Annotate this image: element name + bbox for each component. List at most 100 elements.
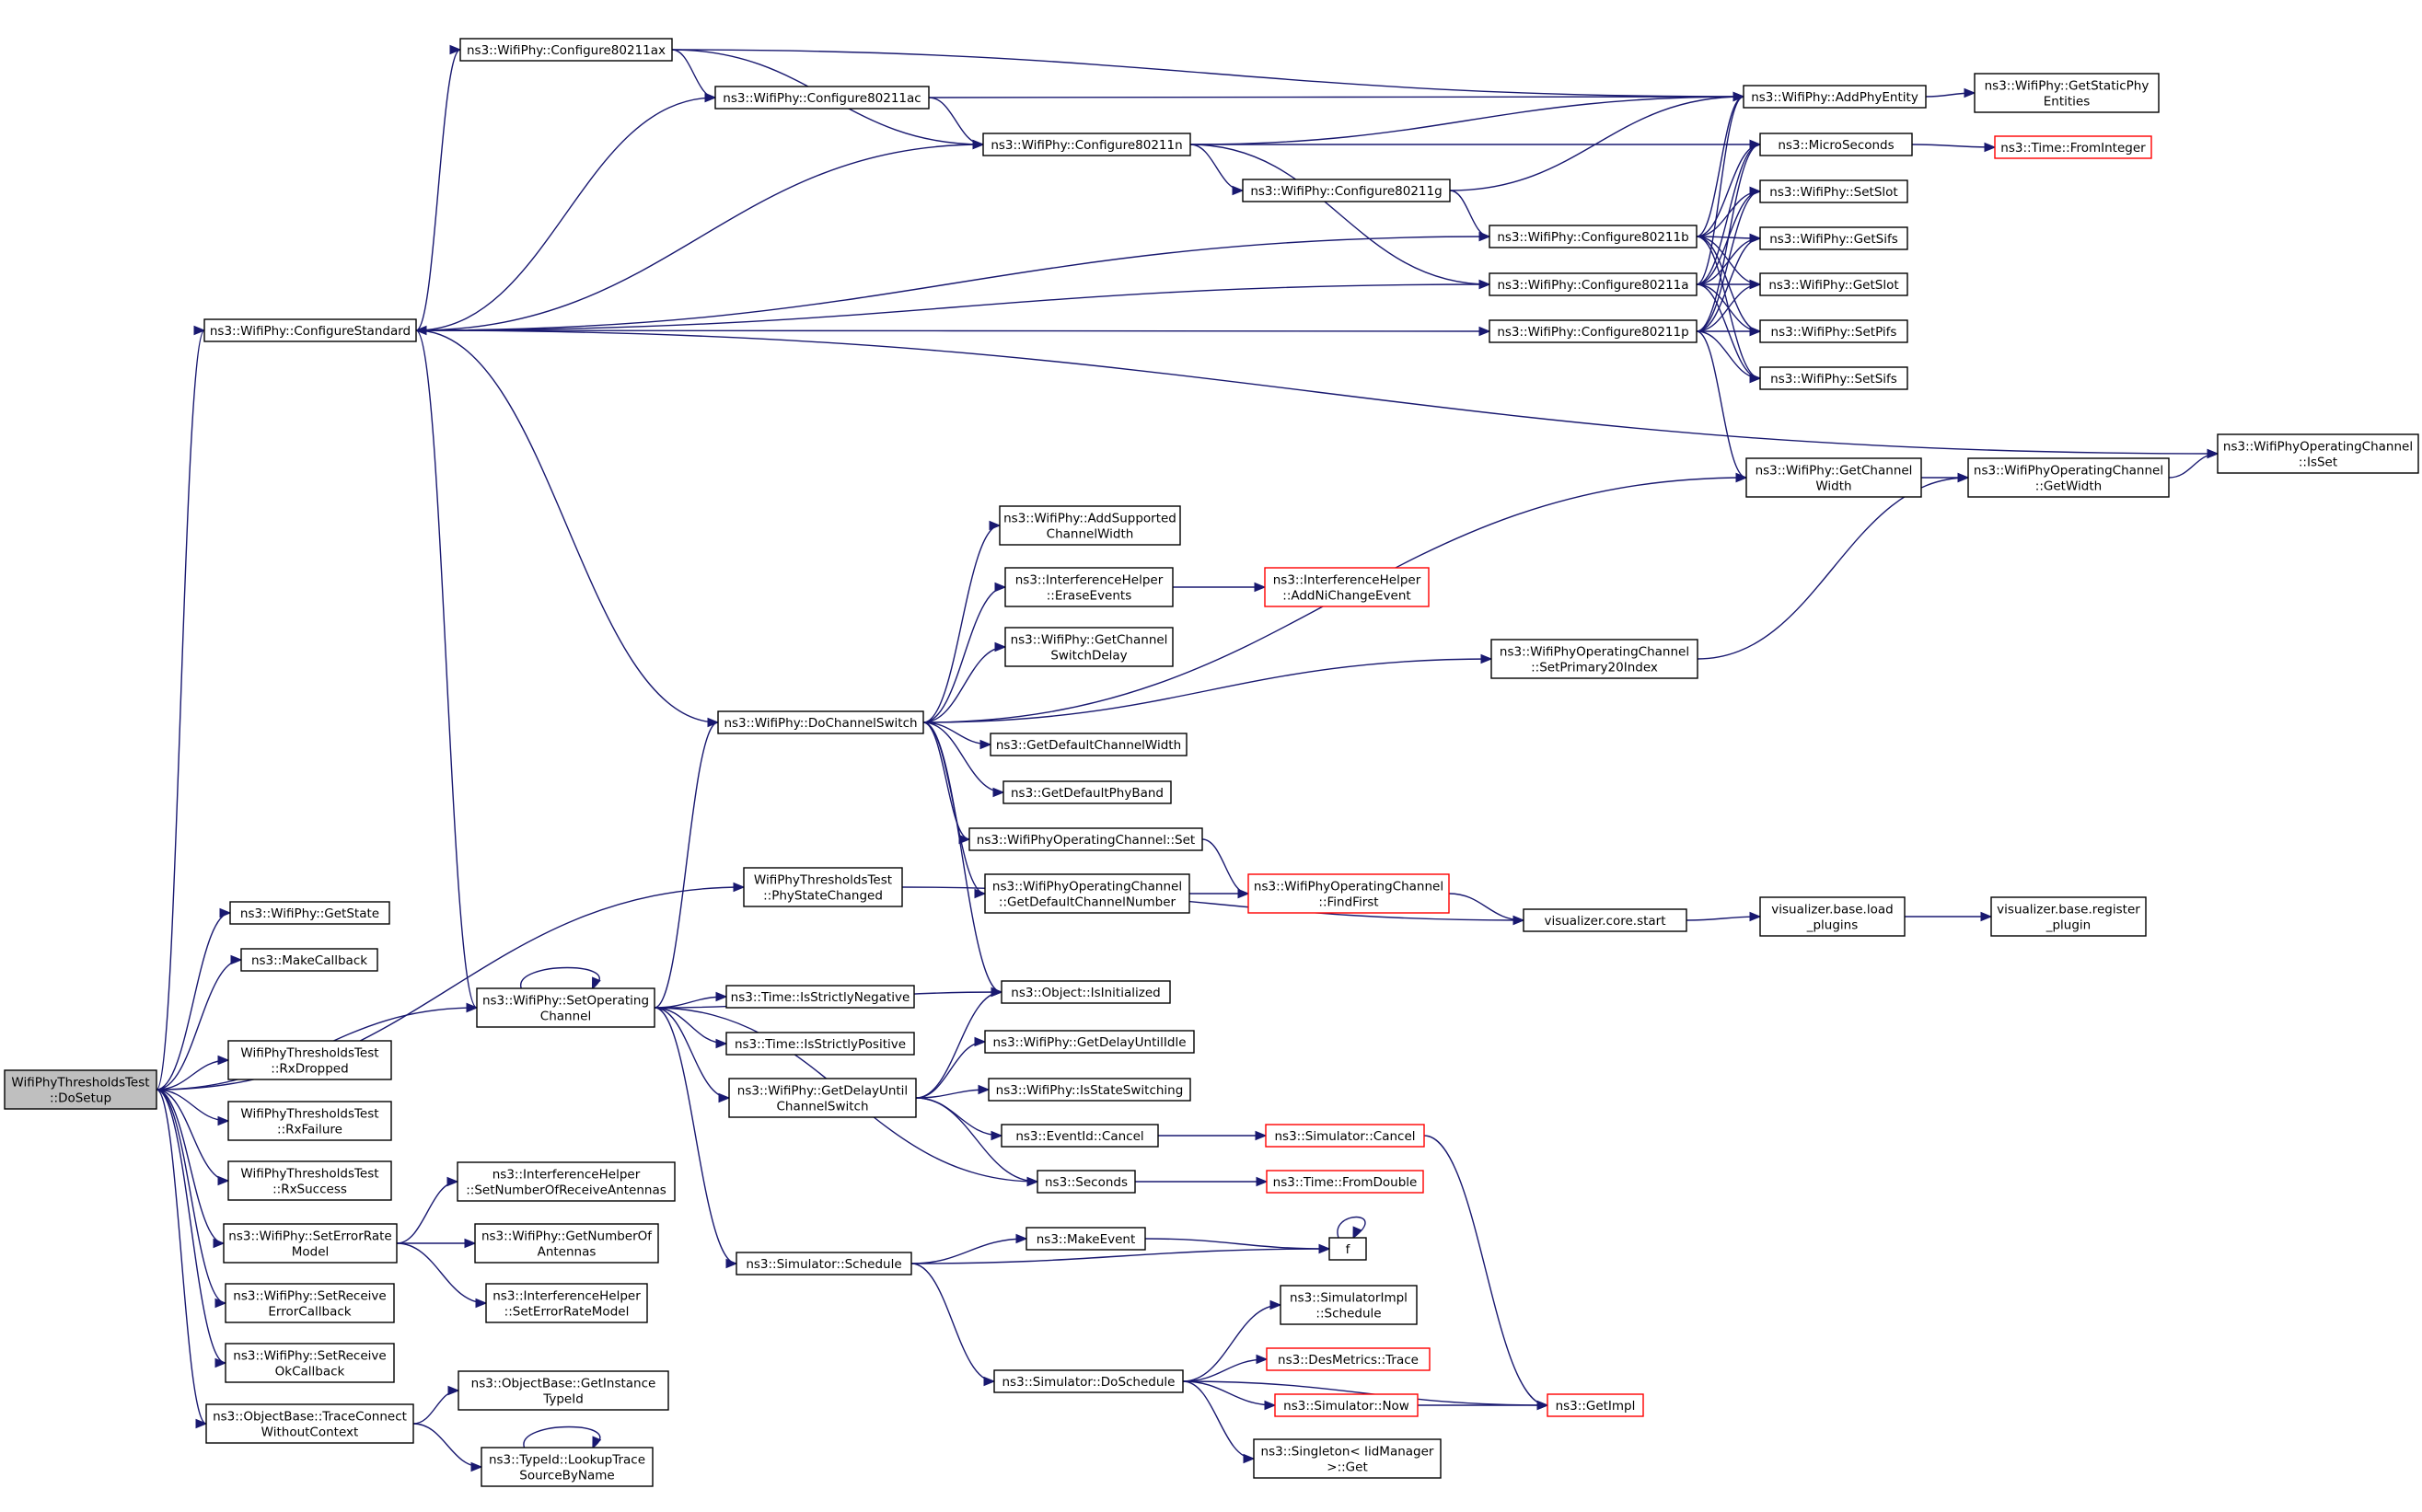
node-label: Antennas [538, 1245, 597, 1260]
node-cfg_ax[interactable]: ns3::WifiPhy::Configure80211ax [459, 38, 673, 62]
node-opgetwidth[interactable]: ns3::WifiPhyOperatingChannel::GetWidth [1967, 457, 2170, 498]
node-micro[interactable]: ns3::MicroSeconds [1759, 133, 1913, 156]
node-vizstart[interactable]: visualizer.core.start [1523, 908, 1687, 932]
node-findfirst[interactable]: ns3::WifiPhyOperatingChannel::FindFirst [1247, 873, 1450, 914]
edge-cfg_g-to-cfg_b [1449, 190, 1491, 242]
node-dochsw[interactable]: ns3::WifiPhy::DoChannelSwitch [717, 710, 924, 734]
node-cfg_a[interactable]: ns3::WifiPhy::Configure80211a [1489, 272, 1698, 296]
edge-cfg_g-to-addphy [1449, 91, 1745, 191]
edge-cfg_p-to-getslot [1696, 279, 1762, 332]
node-rxsuccess[interactable]: WifiPhyThresholdsTest::RxSuccess [227, 1160, 392, 1201]
node-desmetrics[interactable]: ns3::DesMetrics::Trace [1266, 1347, 1431, 1371]
edge-simsched-to-simdosched [910, 1263, 996, 1387]
edge-getdelaysw-to-seconds [915, 1097, 1039, 1187]
node-ihsetnum[interactable]: ns3::InterferenceHelper::SetNumberOfRece… [457, 1161, 676, 1202]
node-simdosched[interactable]: ns3::Simulator::DoSchedule [993, 1369, 1184, 1393]
node-vizreg[interactable]: visualizer.base.register_plugin [1990, 896, 2147, 937]
node-setprim[interactable]: ns3::WifiPhyOperatingChannel::SetPrimary… [1490, 639, 1698, 679]
node-addphy[interactable]: ns3::WifiPhy::AddPhyEntity [1743, 85, 1927, 109]
node-fromint[interactable]: ns3::Time::FromInteger [1994, 135, 2152, 159]
node-label: ns3::Time::IsStrictlyNegative [731, 990, 910, 1005]
node-addni[interactable]: ns3::InterferenceHelper::AddNiChangeEven… [1264, 567, 1430, 607]
node-getsifs[interactable]: ns3::WifiPhy::GetSifs [1759, 226, 1908, 250]
node-cfg_b[interactable]: ns3::WifiPhy::Configure80211b [1489, 225, 1698, 248]
node-dosetup[interactable]: WifiPhyThresholdsTest::DoSetup [4, 1069, 157, 1110]
node-f[interactable]: f [1328, 1237, 1367, 1261]
node-label: ns3::WifiPhy::GetStaticPhy [1985, 79, 2150, 94]
node-label: TypeId [542, 1392, 584, 1407]
edge-cfg_b-to-setsifs [1696, 236, 1762, 384]
node-label: Width [1815, 479, 1851, 494]
node-traceconn[interactable]: ns3::ObjectBase::TraceConnectWithoutCont… [205, 1403, 414, 1444]
node-box [1266, 1347, 1431, 1371]
node-label: ns3::TypeId::LookupTrace [489, 1453, 645, 1468]
node-isset[interactable]: ns3::WifiPhyOperatingChannel::IsSet [2217, 433, 2419, 474]
node-getstate[interactable]: ns3::WifiPhy::GetState [229, 901, 390, 925]
node-erase[interactable]: ns3::InterferenceHelper::EraseEvents [1004, 567, 1174, 607]
node-implsched[interactable]: ns3::SimulatorImpl::Schedule [1280, 1285, 1418, 1325]
node-box [2217, 433, 2419, 474]
node-singleton[interactable]: ns3::Singleton< IidManager >::Get [1253, 1438, 1442, 1479]
node-physc[interactable]: WifiPhyThresholdsTest::PhyStateChanged [743, 867, 903, 907]
node-seconds[interactable]: ns3::Seconds [1037, 1170, 1136, 1194]
node-simcancel[interactable]: ns3::Simulator::Cancel [1265, 1124, 1425, 1148]
node-cfg_n[interactable]: ns3::WifiPhy::Configure80211n [982, 133, 1191, 156]
node-label: ChannelSwitch [776, 1100, 868, 1114]
node-cfg_ac[interactable]: ns3::WifiPhy::Configure80211ac [714, 86, 930, 110]
node-getslot[interactable]: ns3::WifiPhy::GetSlot [1759, 272, 1908, 296]
node-cfg_p[interactable]: ns3::WifiPhy::Configure80211p [1489, 319, 1698, 343]
node-fromdouble[interactable]: ns3::Time::FromDouble [1266, 1170, 1424, 1194]
node-getimpl[interactable]: ns3::GetImpl [1547, 1393, 1644, 1417]
node-vizload[interactable]: visualizer.base.load_plugins [1759, 896, 1906, 937]
node-getdefcw[interactable]: ns3::GetDefaultChannelWidth [990, 733, 1188, 756]
node-getdelayidle[interactable]: ns3::WifiPhy::GetDelayUntilIdle [984, 1030, 1195, 1054]
node-seterm[interactable]: ns3::WifiPhy::SetErrorRateModel [223, 1223, 398, 1264]
node-box [1759, 272, 1908, 296]
edge-configstd-to-setopch [415, 329, 479, 1013]
edge-seterm-to-ihsetnum [396, 1176, 459, 1244]
node-box [1759, 319, 1908, 343]
node-getdefband[interactable]: ns3::GetDefaultPhyBand [1002, 780, 1172, 804]
node-label: ns3::Simulator::Schedule [746, 1257, 901, 1272]
node-box [203, 318, 417, 342]
node-label: ns3::MakeEvent [1037, 1232, 1136, 1247]
node-simnow[interactable]: ns3::Simulator::Now [1274, 1393, 1419, 1417]
node-label: ns3::WifiPhy::AddPhyEntity [1751, 90, 1918, 105]
node-cfg_g[interactable]: ns3::WifiPhy::Configure80211g [1242, 179, 1451, 202]
node-rxdropped[interactable]: WifiPhyThresholdsTest::RxDropped [227, 1040, 392, 1080]
edge-simdosched-to-singleton [1182, 1380, 1256, 1464]
node-setslot[interactable]: ns3::WifiPhy::SetSlot [1759, 179, 1908, 203]
node-label: ns3::GetDefaultPhyBand [1011, 786, 1164, 801]
node-setsifs[interactable]: ns3::WifiPhy::SetSifs [1759, 366, 1908, 390]
node-label: ns3::WifiPhy::GetChannel [1011, 633, 1168, 648]
node-rxfailure[interactable]: WifiPhyThresholdsTest::RxFailure [227, 1101, 392, 1141]
node-opgetdef[interactable]: ns3::WifiPhyOperatingChannel::GetDefault… [984, 873, 1190, 914]
node-simsched[interactable]: ns3::Simulator::Schedule [736, 1252, 912, 1275]
node-makeevent[interactable]: ns3::MakeEvent [1026, 1227, 1146, 1251]
edge-dochsw-to-erase [922, 582, 1007, 723]
edge-cfg_n-to-addphy [1189, 91, 1745, 145]
node-isstatesw[interactable]: ns3::WifiPhy::IsStateSwitching [988, 1078, 1191, 1102]
node-setpifs[interactable]: ns3::WifiPhy::SetPifs [1759, 319, 1908, 343]
node-ihseterm[interactable]: ns3::InterferenceHelper::SetErrorRateMod… [485, 1283, 648, 1323]
node-label: ns3::WifiPhy::Configure80211g [1250, 184, 1442, 199]
node-configstd[interactable]: ns3::WifiPhy::ConfigureStandard [203, 318, 417, 342]
node-makecb[interactable]: ns3::MakeCallback [240, 948, 378, 972]
node-opset[interactable]: ns3::WifiPhyOperatingChannel::Set [968, 827, 1203, 851]
node-box [481, 1447, 654, 1487]
node-ispos[interactable]: ns3::Time::IsStrictlyPositive [725, 1032, 915, 1056]
node-evcancel[interactable]: ns3::EventId::Cancel [1001, 1124, 1159, 1148]
node-isneg[interactable]: ns3::Time::IsStrictlyNegative [725, 985, 915, 1009]
node-isinit[interactable]: ns3::Object::IsInitialized [1001, 980, 1171, 1004]
